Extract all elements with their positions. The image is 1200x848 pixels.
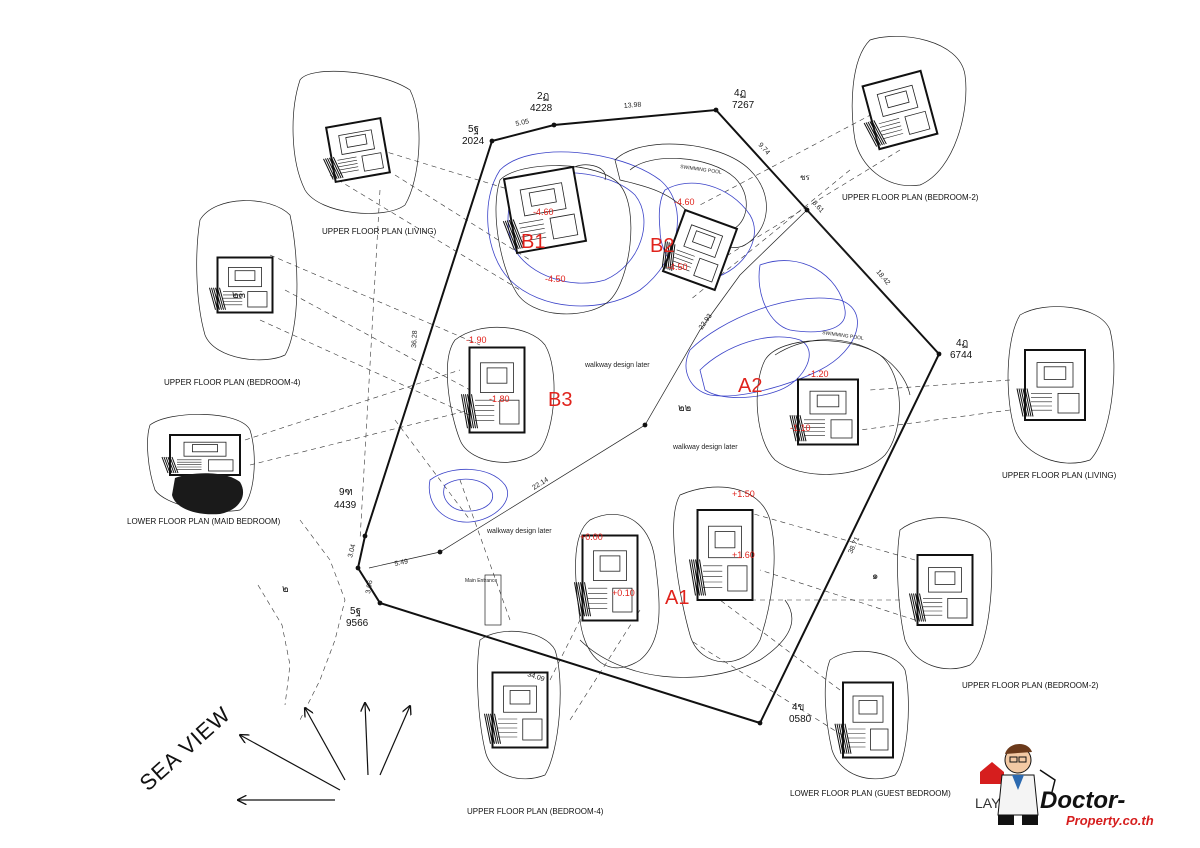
thai-marks: ๒๓ ๒๒ ๑ ๒ ชร: [232, 173, 878, 595]
building-label-b3: B3: [548, 389, 572, 411]
dimension-18-42: 18.42: [874, 269, 891, 287]
dimension-3-04: 3.04: [347, 543, 357, 558]
corner-5b-top: 5ฐ: [350, 606, 361, 617]
floor-plan-outlines: [147, 35, 1115, 780]
level-b2-lower: -4.50: [667, 262, 688, 272]
walkway-note-east: walkway design later: [672, 444, 738, 451]
villa-plan-13: [484, 671, 549, 749]
villa-plan-6: [689, 509, 754, 601]
projection-lines: [244, 109, 1011, 741]
villa-plan-5: [574, 534, 639, 622]
villa-plan-4: [789, 378, 859, 446]
dimension-5-49: 5.49: [394, 558, 409, 568]
caption-bedroom2-southeast: UPPER FLOOR PLAN (BEDROOM-2): [962, 681, 1099, 690]
building-labels: B1 B2 B3 A2 A1: [521, 231, 762, 609]
doctor-property-logo: Doctor- Property.co.th: [980, 743, 1154, 828]
coastline: [257, 189, 381, 721]
level-a1-left-upper: +0.00: [580, 532, 603, 542]
pool-note-east: SWIMMING POOL: [822, 330, 865, 342]
logo-text-doctor: Doctor-: [1040, 787, 1125, 814]
level-a2-lower: -1.10: [790, 423, 811, 433]
corner-5-bottom: 2024: [462, 136, 485, 147]
corner-4c-top: 4ข: [792, 702, 804, 713]
level-a1-right-lower: +1.60: [732, 550, 755, 560]
corner-4b-top: 4ฏ: [956, 338, 968, 349]
level-a1-left-lower: +0.10: [612, 588, 635, 598]
thai-mark-1: ๑: [872, 571, 878, 582]
pool-note-north: SWIMMING POOL: [680, 164, 723, 176]
corner-5-top: 5ฐ: [468, 124, 479, 135]
terrain-contours: [428, 151, 858, 523]
dimension-13-98: 13.98: [624, 101, 642, 110]
caption-guest-bedroom: LOWER FLOOR PLAN (GUEST BEDROOM): [790, 789, 951, 798]
corner-9-bottom: 4439: [334, 500, 357, 511]
walkway-note-north: walkway design later: [584, 362, 650, 369]
caption-bedroom2-northeast: UPPER FLOOR PLAN (BEDROOM-2): [842, 193, 979, 202]
villa-plan-12: [834, 681, 894, 759]
layout-label: LAY: [975, 795, 1001, 811]
villa-plan-10: [1016, 349, 1086, 421]
villa-plan-14: [161, 434, 241, 476]
level-a2-upper: -1.20: [808, 369, 829, 379]
corner-4c-bottom: 0580: [789, 714, 812, 725]
corner-9-top: 9ฑ: [339, 487, 353, 498]
logo-text-property: Property.co.th: [1066, 813, 1154, 828]
level-b3-upper: -1.90: [466, 335, 487, 345]
thai-mark-chor: ชร: [800, 173, 810, 182]
dimension-5-05: 5.05: [515, 118, 530, 128]
boundary-corner-markers: [355, 107, 942, 726]
building-label-a2: A2: [738, 375, 762, 397]
villa-plan-1: [502, 165, 588, 255]
floor-plan-captions: UPPER FLOOR PLAN (LIVING) UPPER FLOOR PL…: [127, 193, 1117, 816]
site-boundary: [355, 107, 942, 726]
thai-mark-22: ๒๒: [678, 403, 691, 414]
dimension-3-06: 3.06: [365, 580, 374, 595]
rock-mass: [172, 473, 244, 515]
sea-view-label: SEA VIEW: [135, 701, 236, 795]
corner-2-top: 2ฏ: [537, 91, 549, 102]
sea-view-arrows: [238, 703, 410, 800]
corner-4-bottom: 7267: [732, 100, 755, 111]
boundary-corner-labels: 2ฏ 4228 4ฏ 7267 5ฐ 2024 4ฏ 6744 9ฑ 4439 …: [334, 88, 973, 725]
level-b1-upper: -4.60: [533, 207, 554, 217]
level-b3-lower: -1.80: [489, 394, 510, 404]
thai-mark-2: ๒: [282, 584, 289, 595]
dimension-9-74: 9.74: [757, 142, 771, 157]
caption-bedroom4-south: UPPER FLOOR PLAN (BEDROOM-4): [467, 807, 604, 816]
corner-5b-bottom: 9566: [346, 618, 369, 629]
villa-plan-2: [661, 208, 739, 292]
level-b1-lower: -4.50: [545, 274, 566, 284]
caption-living-east: UPPER FLOOR PLAN (LIVING): [1002, 471, 1117, 480]
dimension-8-61: 8.61: [811, 200, 825, 215]
caption-maid-bedroom: LOWER FLOOR PLAN (MAID BEDROOM): [127, 517, 281, 526]
corner-2-bottom: 4228: [530, 103, 553, 114]
caption-bedroom4-west: UPPER FLOOR PLAN (BEDROOM-4): [164, 378, 301, 387]
building-label-b2: B2: [650, 235, 674, 257]
villa-plans: [161, 69, 1086, 759]
villa-plan-8: [209, 256, 274, 314]
villa-plan-11: [909, 554, 974, 626]
villa-plan-7: [323, 116, 392, 184]
walkway-note-south: walkway design later: [486, 528, 552, 535]
level-a1-right-upper: +1.50: [732, 489, 755, 499]
building-label-a1: A1: [665, 587, 689, 609]
level-labels: -4.60 -4.50 -4.60 -4.50 -1.90 -1.80 -1.2…: [466, 197, 829, 598]
level-b2-upper: -4.60: [674, 197, 695, 207]
villa-plan-3: [461, 346, 526, 434]
corner-4b-bottom: 6744: [950, 350, 973, 361]
dimension-36-28: 36.28: [411, 330, 419, 348]
dimension-22-93: 22.93: [698, 313, 714, 331]
main-entrance-note: Main Entrance: [465, 578, 497, 584]
building-label-b1: B1: [521, 231, 545, 253]
site-notes: walkway design later walkway design late…: [465, 164, 864, 584]
villa-plan-9: [861, 69, 939, 151]
caption-living-west: UPPER FLOOR PLAN (LIVING): [322, 227, 437, 236]
corner-4-top: 4ฏ: [734, 88, 746, 99]
thai-mark-23: ๒๓: [232, 290, 246, 301]
